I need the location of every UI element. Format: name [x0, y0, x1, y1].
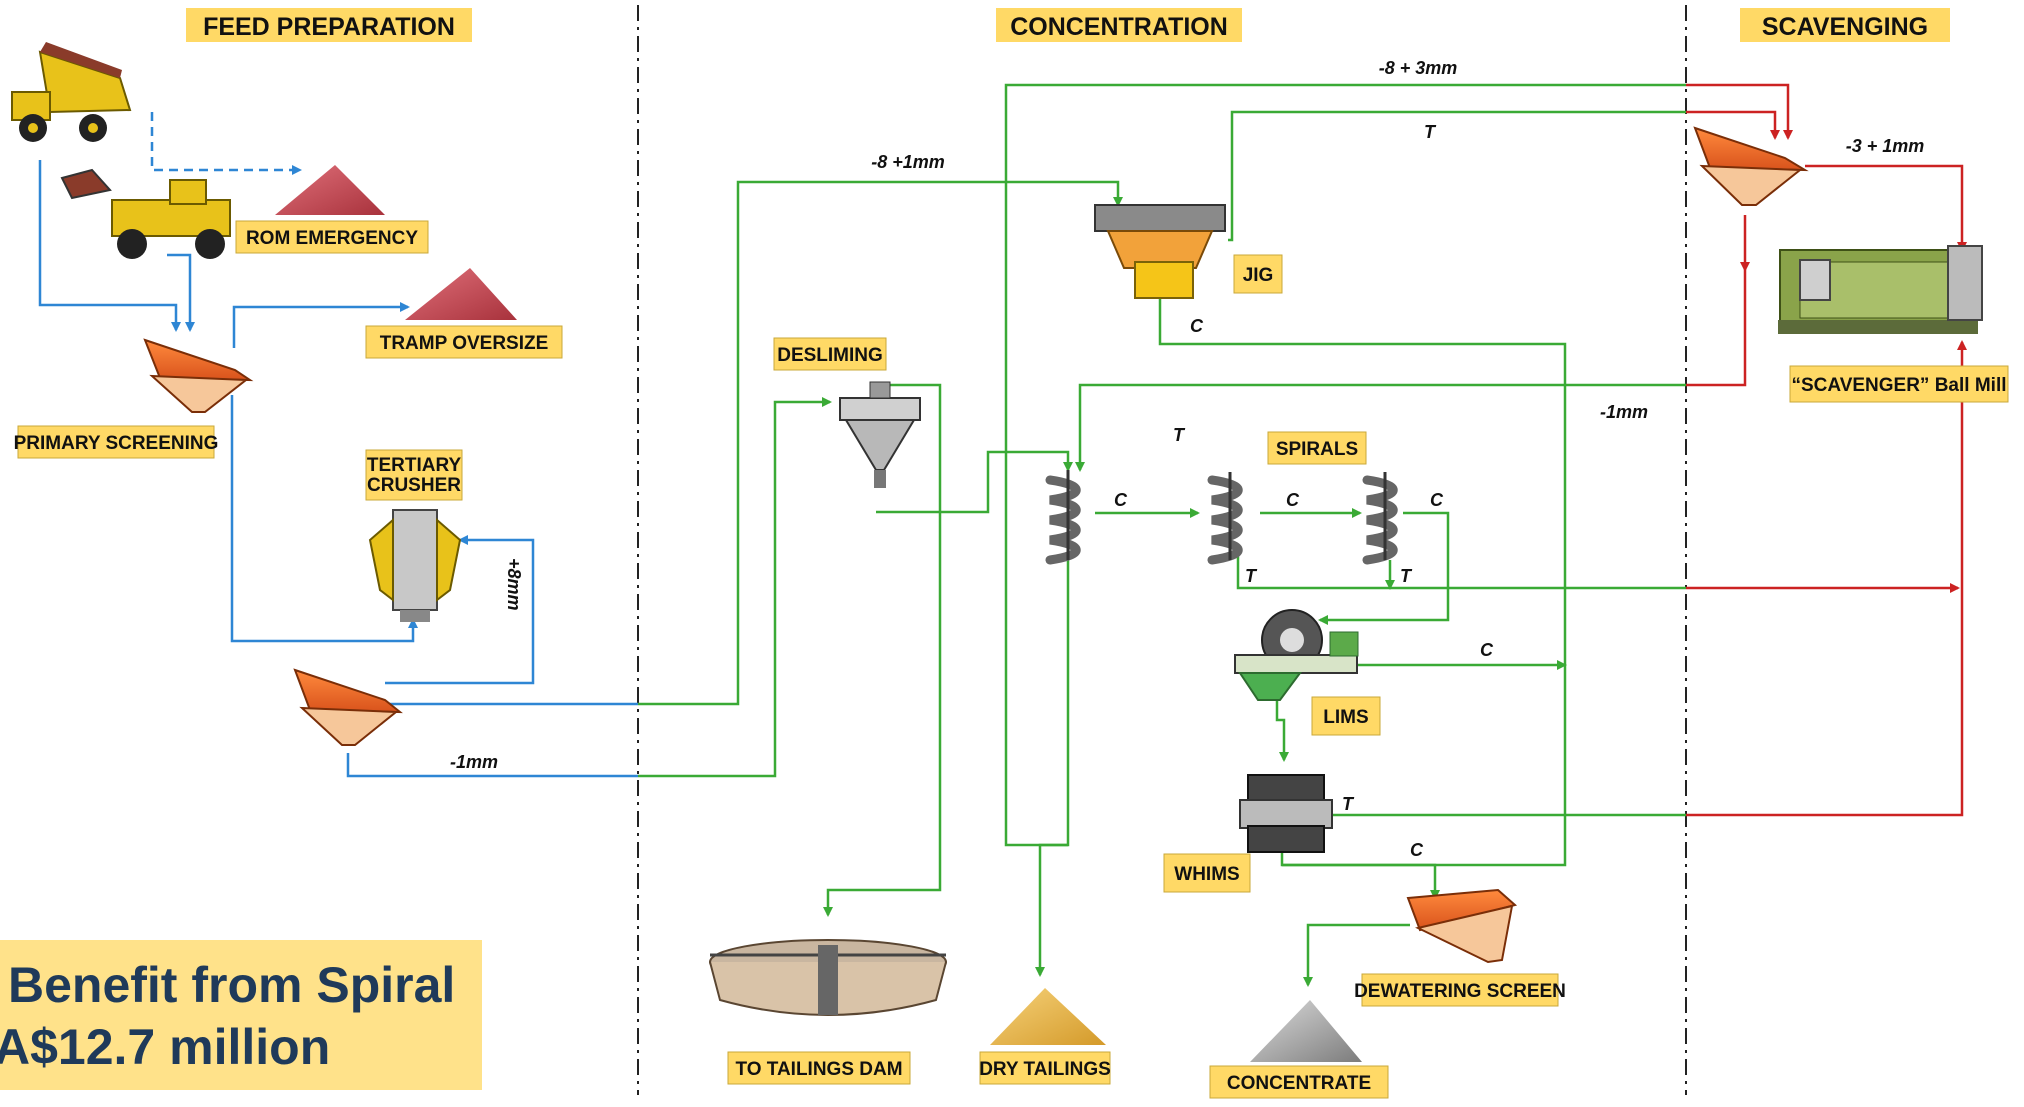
svg-text:WHIMS: WHIMS	[1174, 864, 1239, 885]
svg-text:CONCENTRATION: CONCENTRATION	[1010, 13, 1228, 41]
svg-text:“SCAVENGER” Ball Mill: “SCAVENGER” Ball Mill	[1791, 375, 2006, 396]
rom-emergency-pile-icon	[275, 165, 385, 215]
primary-screen-icon	[143, 338, 254, 413]
whims-icon	[1239, 774, 1333, 853]
concentrate-pile-icon	[1250, 1000, 1362, 1062]
svg-text:C: C	[1480, 640, 1494, 660]
section-dividers	[637, 5, 1687, 1095]
ball-mill-icon	[1778, 245, 1983, 334]
scavenger-screen-icon	[1693, 126, 1809, 206]
svg-text:ROM EMERGENCY: ROM EMERGENCY	[246, 228, 418, 249]
wheel-loader-icon	[60, 168, 231, 259]
tramp-oversize-pile-icon	[405, 268, 517, 320]
svg-text:-1mm: -1mm	[1600, 402, 1648, 422]
dry-tailings-pile-icon	[990, 988, 1106, 1045]
spiral-2-icon	[1207, 472, 1243, 565]
feed-flow-lines	[38, 112, 638, 778]
label-tramp-oversize: TRAMP OVERSIZE	[365, 325, 563, 359]
dewatering-screen-icon	[1406, 888, 1518, 964]
svg-text:T: T	[1245, 566, 1258, 586]
svg-text:T: T	[1173, 425, 1186, 445]
flow-labels: -8 + 3mm -8 +1mm -3 + 1mm -1mm -1mm +8mm…	[450, 58, 1924, 860]
label-whims: WHIMS	[1163, 853, 1251, 893]
label-dewatering-screen: DEWATERING SCREEN	[1354, 973, 1566, 1007]
svg-text:PRIMARY SCREENING: PRIMARY SCREENING	[14, 433, 219, 454]
svg-text:DRY TAILINGS: DRY TAILINGS	[979, 1059, 1111, 1080]
svg-text:-1mm: -1mm	[450, 752, 498, 772]
label-tertiary-crusher: TERTIARY CRUSHER	[365, 449, 463, 501]
section-header-feed: FEED PREPARATION	[186, 8, 472, 42]
svg-text:+8mm: +8mm	[504, 558, 524, 611]
svg-text:SCAVENGING: SCAVENGING	[1762, 13, 1928, 41]
svg-text:LIMS: LIMS	[1323, 707, 1368, 728]
label-rom-emergency: ROM EMERGENCY	[235, 220, 429, 254]
tertiary-crusher-icon	[368, 509, 462, 622]
callout-line-2: A$12.7 million	[0, 1019, 330, 1075]
svg-text:TERTIARY: TERTIARY	[367, 455, 462, 476]
section-header-scavenging: SCAVENGING	[1740, 8, 1950, 42]
svg-text:DEWATERING SCREEN: DEWATERING SCREEN	[1354, 981, 1566, 1002]
svg-text:C: C	[1286, 490, 1300, 510]
svg-text:C: C	[1410, 840, 1424, 860]
svg-text:C: C	[1190, 316, 1204, 336]
svg-text:TO TAILINGS DAM: TO TAILINGS DAM	[735, 1059, 902, 1080]
spiral-1-icon	[1045, 470, 1081, 565]
label-primary-screening: PRIMARY SCREENING	[14, 425, 219, 459]
svg-text:C: C	[1430, 490, 1444, 510]
haul-truck-icon	[11, 42, 132, 142]
svg-text:CONCENTRATE: CONCENTRATE	[1227, 1073, 1371, 1094]
svg-text:SPIRALS: SPIRALS	[1276, 439, 1358, 460]
svg-text:T: T	[1400, 566, 1413, 586]
jig-icon	[1094, 204, 1226, 299]
concentration-flow-lines	[638, 83, 1686, 987]
thickener-icon	[709, 939, 947, 1016]
label-lims: LIMS	[1311, 696, 1381, 736]
svg-text:T: T	[1424, 122, 1437, 142]
scavenging-flow-lines	[1686, 83, 1967, 817]
label-concentrate: CONCENTRATE	[1209, 1065, 1389, 1099]
lims-icon	[1234, 609, 1359, 701]
spiral-3-icon	[1362, 472, 1398, 565]
secondary-screen-icon	[293, 668, 403, 746]
svg-text:JIG: JIG	[1243, 265, 1274, 286]
label-spirals: SPIRALS	[1267, 431, 1367, 465]
label-desliming: DESLIMING	[773, 337, 887, 371]
label-dry-tailings: DRY TAILINGS	[979, 1051, 1111, 1085]
label-jig: JIG	[1233, 254, 1283, 294]
svg-text:FEED PREPARATION: FEED PREPARATION	[203, 13, 455, 41]
svg-text:-8 +1mm: -8 +1mm	[871, 152, 945, 172]
svg-text:C: C	[1114, 490, 1128, 510]
benefit-callout: Benefit from Spiral A$12.7 million	[0, 940, 482, 1090]
desliming-cyclone-icon	[839, 381, 921, 488]
section-header-concentration: CONCENTRATION	[996, 8, 1242, 42]
svg-text:CRUSHER: CRUSHER	[367, 475, 461, 496]
svg-text:TRAMP OVERSIZE: TRAMP OVERSIZE	[380, 333, 549, 354]
svg-text:DESLIMING: DESLIMING	[777, 345, 883, 366]
callout-line-1: Benefit from Spiral	[8, 957, 455, 1013]
svg-text:T: T	[1342, 794, 1355, 814]
label-to-tailings-dam: TO TAILINGS DAM	[727, 1051, 911, 1085]
label-scavenger-ball-mill: “SCAVENGER” Ball Mill	[1789, 365, 2009, 403]
svg-text:-8 + 3mm: -8 + 3mm	[1379, 58, 1458, 78]
svg-text:-3 + 1mm: -3 + 1mm	[1846, 136, 1925, 156]
